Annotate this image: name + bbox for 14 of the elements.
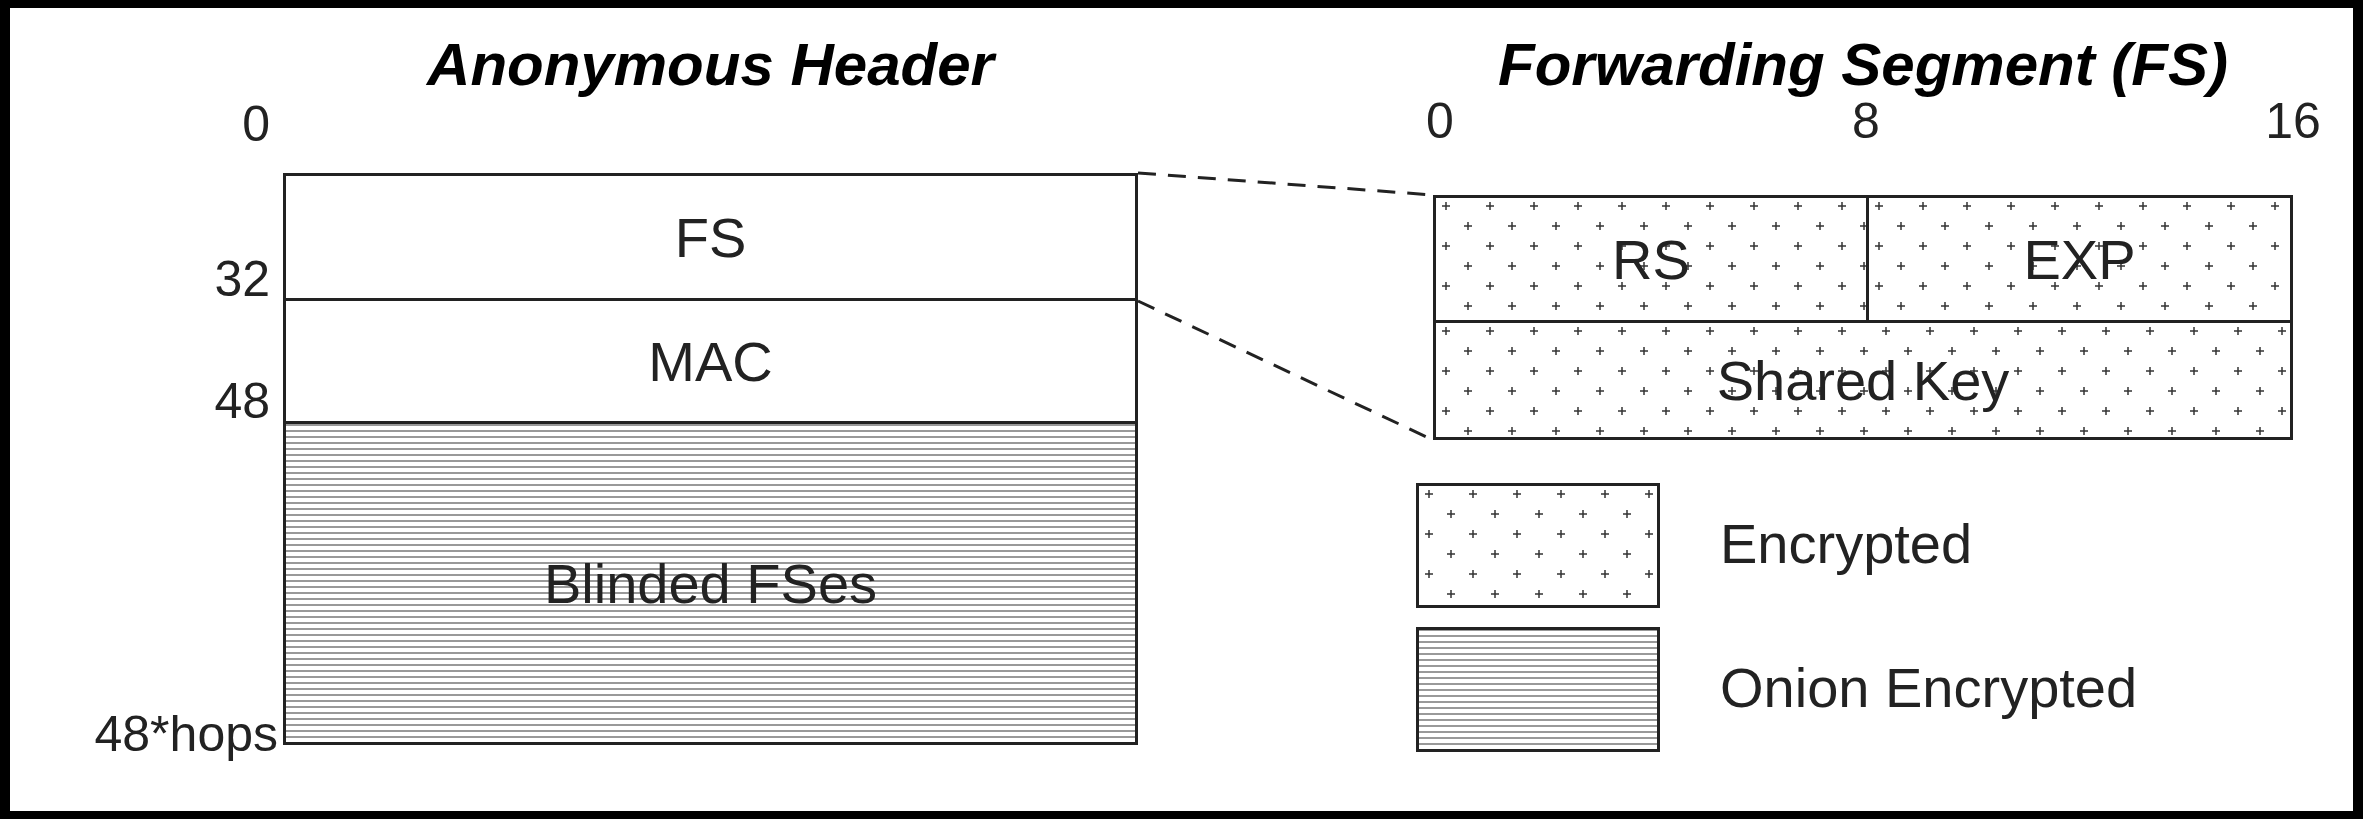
field-block: Blinded FSes [283, 421, 1138, 745]
offset-number: 32 [214, 250, 270, 308]
offset-number: 48 [214, 372, 270, 430]
field-block: RS [1433, 195, 1869, 323]
field-block: FS [283, 173, 1138, 301]
field-block: EXP [1866, 195, 2293, 323]
legend-label: Encrypted [1720, 511, 1973, 576]
field-block: Shared Key [1433, 320, 2293, 440]
section-heading: Anonymous Header [283, 30, 1138, 99]
offset-number: 16 [2265, 92, 2321, 150]
offset-number: 0 [242, 95, 270, 153]
offset-number: 0 [1426, 92, 1454, 150]
legend-label: Onion Encrypted [1720, 655, 2138, 720]
offset-number: 48*hops [94, 705, 278, 763]
